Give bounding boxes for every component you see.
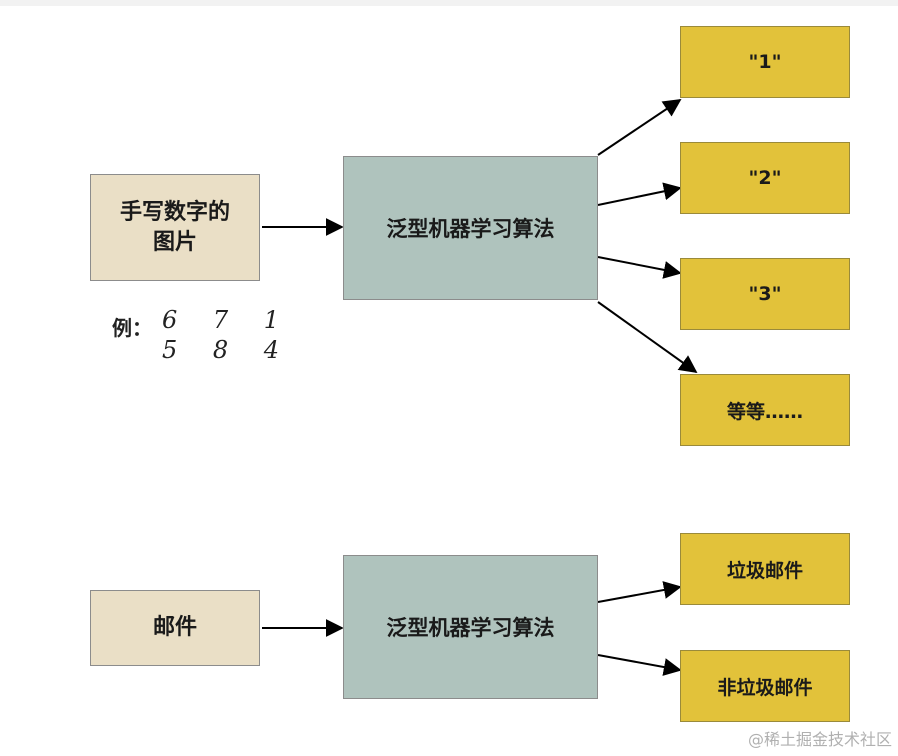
output-box-3: "3" <box>680 258 850 330</box>
handwritten-image-label-line2: 图片 <box>152 229 197 255</box>
example-label: 例： <box>112 316 152 340</box>
not-spam-box-label: 非垃圾邮件 <box>717 676 813 699</box>
spam-box: 垃圾邮件 <box>680 533 850 605</box>
arrow-to-output-3 <box>597 256 682 279</box>
example-digits-row2: 5 8 4 <box>162 336 294 364</box>
algorithm-box-2: 泛型机器学习算法 <box>343 555 598 699</box>
arrow-to-output-2 <box>597 182 682 206</box>
handwritten-image-box: 手写数字的 图片 <box>90 174 260 281</box>
email-box: 邮件 <box>90 590 260 666</box>
not-spam-box: 非垃圾邮件 <box>680 650 850 722</box>
top-border <box>0 0 898 6</box>
spam-box-label: 垃圾邮件 <box>726 559 803 582</box>
handwritten-image-label-line1: 手写数字的 <box>119 199 230 225</box>
arrow-to-spam <box>597 581 682 603</box>
example-digits-row1: 6 7 1 <box>162 306 294 334</box>
algorithm-box-1: 泛型机器学习算法 <box>343 156 598 300</box>
output-box-3-label: "3" <box>748 283 782 305</box>
arrow-to-output-etc <box>597 301 698 374</box>
algorithm-box-1-label: 泛型机器学习算法 <box>386 217 555 241</box>
output-box-1-label: "1" <box>748 51 782 73</box>
email-box-label: 邮件 <box>152 615 197 640</box>
output-box-etc: 等等…… <box>680 374 850 446</box>
arrow-to-not-spam <box>597 654 682 676</box>
watermark: @稀土掘金技术社区 <box>747 730 892 749</box>
arrow-to-output-1 <box>597 98 682 156</box>
output-box-2-label: "2" <box>748 167 782 189</box>
output-box-2: "2" <box>680 142 850 214</box>
output-box-etc-label: 等等…… <box>726 400 803 423</box>
algorithm-box-2-label: 泛型机器学习算法 <box>386 616 555 640</box>
output-box-1: "1" <box>680 26 850 98</box>
